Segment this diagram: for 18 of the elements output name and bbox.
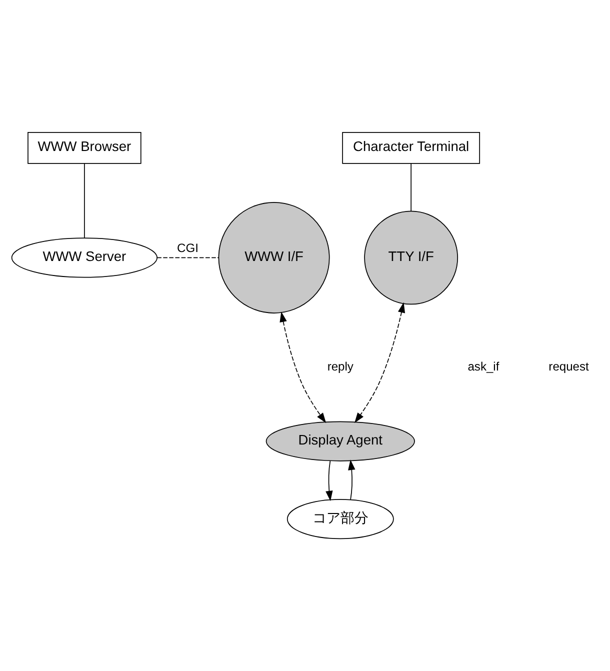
connector	[156, 257, 219, 258]
arrow	[348, 460, 356, 500]
node-ellipse: コア部分	[286, 499, 394, 540]
node-ellipse: WWW Server	[11, 238, 158, 278]
node-circle: WWW I/F	[218, 202, 330, 314]
node-box: Character Terminal	[342, 132, 480, 164]
label: request	[548, 360, 589, 374]
edge-label: CGI	[177, 240, 198, 255]
label: reply	[327, 360, 354, 374]
node-circle: TTY I/F	[364, 210, 458, 305]
connector	[410, 163, 412, 212]
connector	[84, 163, 85, 238]
arrow	[280, 312, 326, 424]
arrow	[326, 460, 333, 502]
node-ellipse: Display Agent	[266, 421, 415, 462]
label: ask_if	[468, 360, 500, 374]
arrow	[354, 302, 406, 424]
node-box: WWW Browser	[28, 132, 142, 164]
